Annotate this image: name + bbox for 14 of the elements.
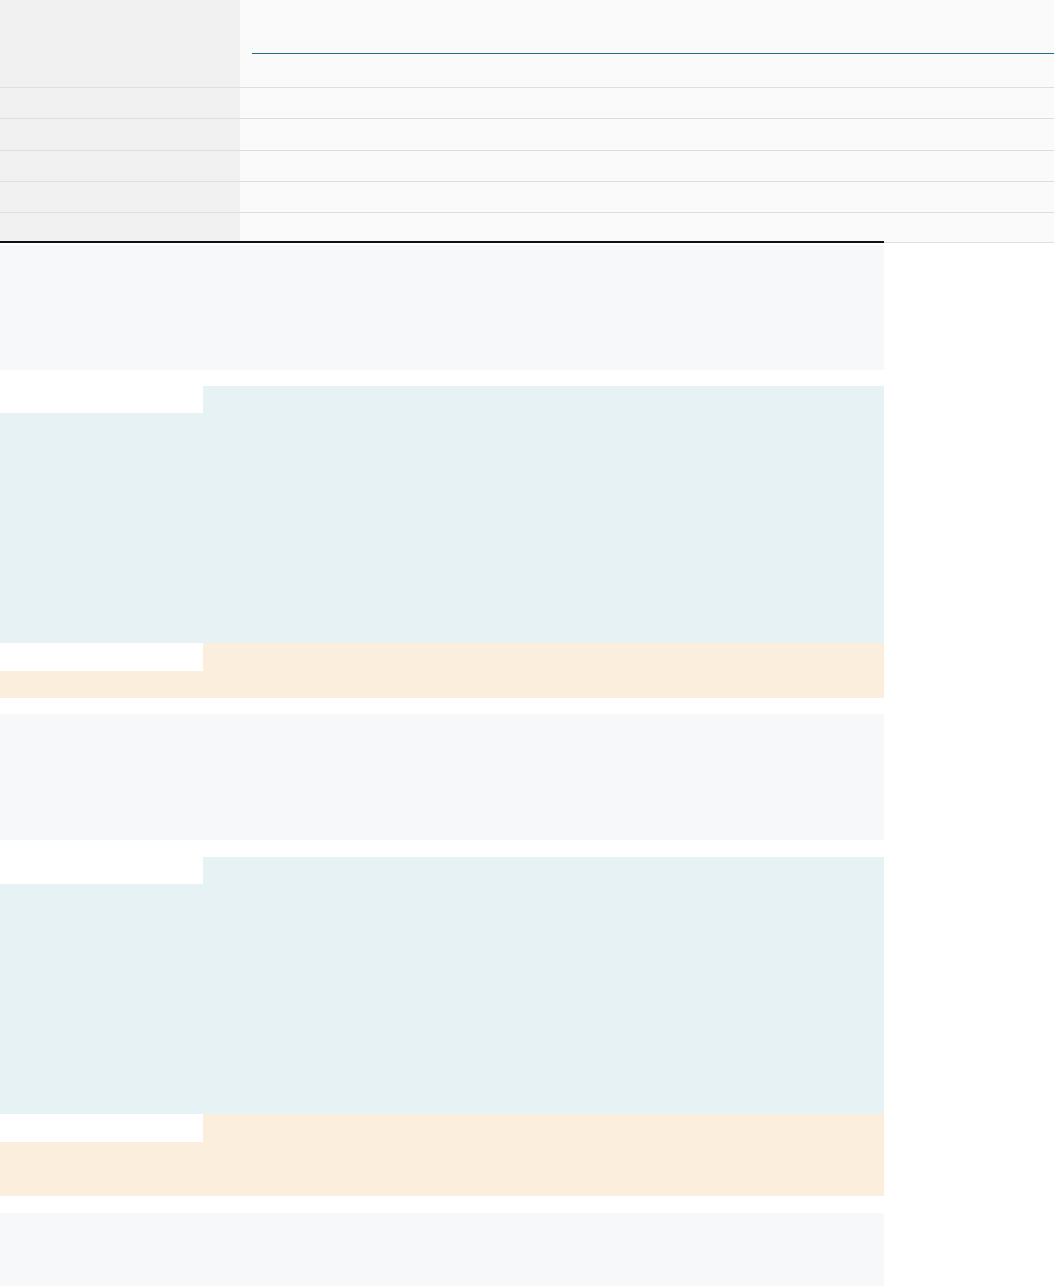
panel: [0, 857, 884, 1114]
table-header-cell: [0, 213, 240, 243]
table-header-cell: [0, 0, 240, 88]
table-header-cell: [0, 151, 240, 182]
table-cell: [240, 0, 1054, 88]
table-cell: [240, 213, 1054, 243]
table-cell: [240, 119, 1054, 151]
table-cell: [240, 182, 1054, 213]
table-cell: [240, 151, 1054, 182]
table-header-cell: [0, 119, 240, 151]
panel: [0, 386, 884, 643]
table-header-cell: [0, 182, 240, 213]
table-cell: [240, 88, 1054, 119]
table-header-cell: [0, 88, 240, 119]
